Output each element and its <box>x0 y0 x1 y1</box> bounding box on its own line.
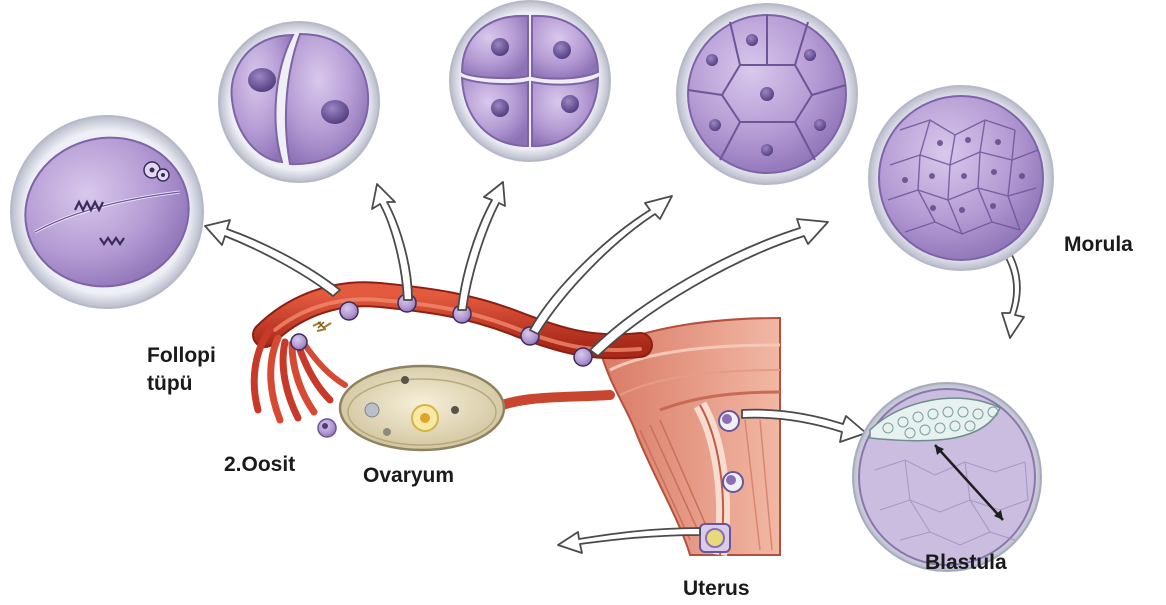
two-cell-embryo <box>219 22 379 182</box>
blastula-cell <box>853 383 1041 571</box>
label-uterus: Uterus <box>683 576 750 601</box>
secondary-oocyte <box>318 419 336 437</box>
ovary <box>340 366 504 450</box>
eight-cell-embryo <box>677 4 857 184</box>
four-cell-embryo <box>450 1 610 161</box>
ovarian-ligament <box>490 395 610 410</box>
label-ovary: Ovaryum <box>363 463 454 488</box>
label-blastula: Blastula <box>925 550 1007 575</box>
label-secondary-oocyte: 2.Oosit <box>224 452 295 477</box>
morula-cell <box>869 86 1053 270</box>
label-fallopian-tube-line1: Follopi <box>147 343 216 368</box>
label-fallopian-tube-line2: tüpü <box>147 371 192 396</box>
label-morula: Morula <box>1064 232 1133 257</box>
zygote-cell <box>11 116 203 308</box>
fallopian-tube <box>265 294 640 350</box>
